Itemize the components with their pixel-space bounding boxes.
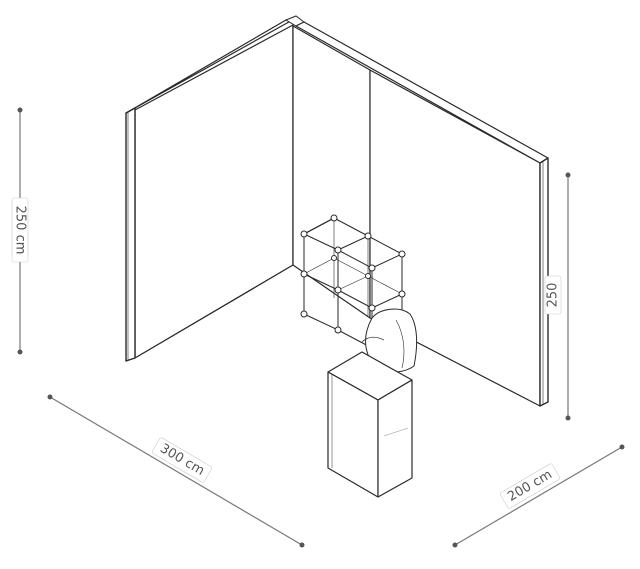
counter xyxy=(327,351,413,498)
height-left-label: 250 cm xyxy=(13,206,28,255)
back-left-wall xyxy=(125,17,297,362)
dimension-height-left: 250 cm xyxy=(11,107,29,355)
height-right-label: 250 xyxy=(546,283,561,308)
dimension-depth-side: 200 cm xyxy=(452,444,625,548)
dimension-height-right: 250 xyxy=(544,172,571,421)
dimension-width-front: 300 cm xyxy=(47,394,305,548)
